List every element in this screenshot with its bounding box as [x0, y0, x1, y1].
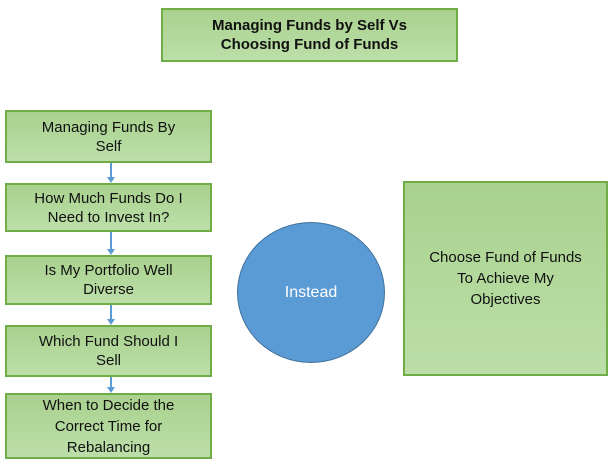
- down-arrow-icon: [107, 163, 115, 183]
- flow-step-portfolio-diverse: Is My Portfolio Well Diverse: [5, 255, 212, 305]
- flow-step-which-fund-sell: Which Fund Should I Sell: [5, 325, 212, 377]
- arrow-head-icon: [107, 387, 115, 393]
- down-arrow-icon: [107, 232, 115, 255]
- down-arrow-icon: [107, 305, 115, 325]
- choose-fund-of-funds-box: Choose Fund of Funds To Achieve My Objec…: [403, 181, 608, 376]
- flow-step-rebalancing-time: When to Decide the Correct Time for Reba…: [5, 393, 212, 459]
- arrow-head-icon: [107, 249, 115, 255]
- flow-step-managing-funds-by-self: Managing Funds By Self: [5, 110, 212, 163]
- instead-circle: Instead: [237, 222, 385, 363]
- down-arrow-icon: [107, 377, 115, 393]
- flow-step-how-much-funds: How Much Funds Do I Need to Invest In?: [5, 183, 212, 232]
- arrow-head-icon: [107, 177, 115, 183]
- arrow-line: [110, 305, 112, 320]
- arrow-line: [110, 377, 112, 388]
- diagram-title: Managing Funds by Self Vs Choosing Fund …: [161, 8, 458, 62]
- arrow-line: [110, 163, 112, 178]
- arrow-head-icon: [107, 319, 115, 325]
- arrow-line: [110, 232, 112, 250]
